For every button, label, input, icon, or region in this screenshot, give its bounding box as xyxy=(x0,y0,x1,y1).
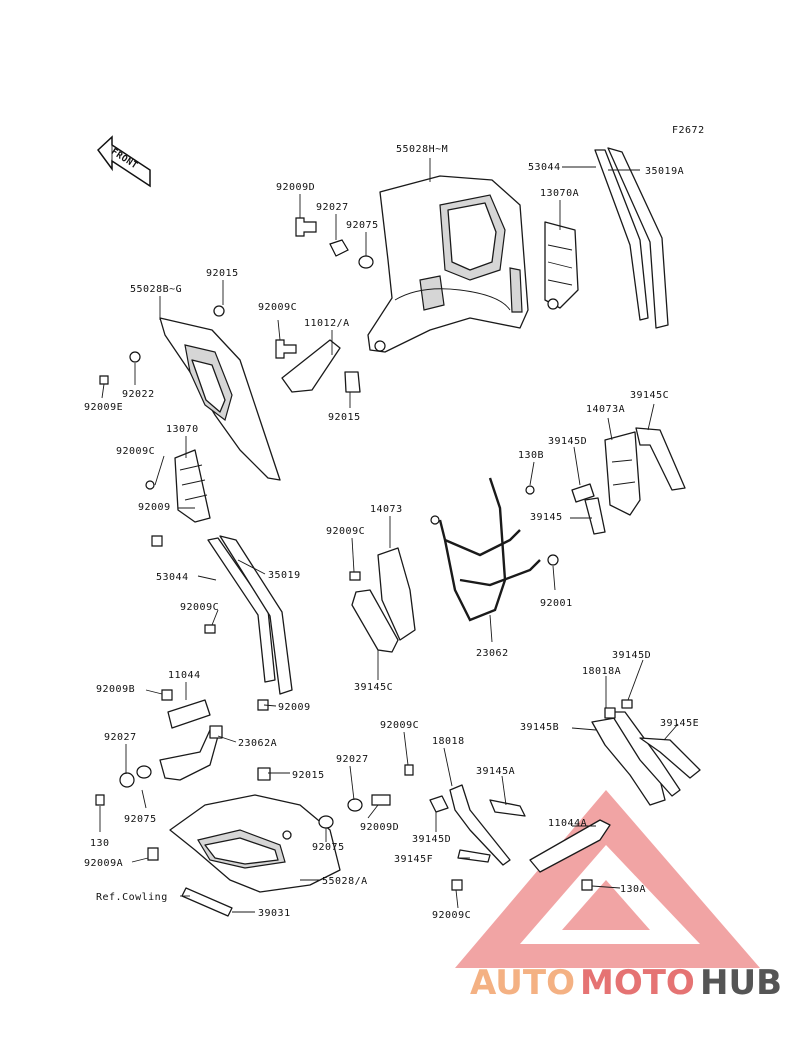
label: 92015 xyxy=(206,268,239,279)
label: 92015 xyxy=(292,770,325,781)
label: 11012/A xyxy=(304,318,350,329)
part-stay-18018a xyxy=(591,699,701,806)
label: 39031 xyxy=(258,908,291,919)
part-strip-middle xyxy=(204,535,293,711)
label: 92075 xyxy=(346,220,379,231)
part-labels: 55028H~M 53044 35019A 13070A 92009D 9202… xyxy=(84,144,699,921)
part-lower-cowl xyxy=(147,767,391,917)
part-bracket-13070a xyxy=(544,221,579,310)
label: 92009C xyxy=(116,446,155,457)
part-stay-18018 xyxy=(404,764,526,891)
label: 39145C xyxy=(630,390,669,401)
label: 39145D xyxy=(548,436,587,447)
label: 35019 xyxy=(268,570,301,581)
label: 55028/A xyxy=(322,876,368,887)
label: 23062 xyxy=(476,648,509,659)
label: 92009E xyxy=(84,402,123,413)
label: 39145D xyxy=(612,650,651,661)
label: 92075 xyxy=(124,814,157,825)
part-strip-upper xyxy=(594,147,669,329)
label: 92027 xyxy=(316,202,349,213)
label: 92009D xyxy=(276,182,315,193)
label: 92009 xyxy=(138,502,171,513)
label: 14073 xyxy=(370,504,403,515)
part-bracket-14073 xyxy=(349,547,416,653)
label: 35019A xyxy=(645,166,684,177)
watermark-text-1: AUTO xyxy=(470,963,575,1003)
watermark-text-3: HUB xyxy=(700,963,782,1003)
label: 55028B~G xyxy=(130,284,182,295)
label: 39145 xyxy=(530,512,563,523)
leader-lines xyxy=(99,158,679,913)
label: 39145D xyxy=(412,834,451,845)
label: 92027 xyxy=(336,754,369,765)
part-frame-23062 xyxy=(430,477,559,622)
watermark-logo: AUTO MOTO HUB xyxy=(455,790,782,1003)
label: 92001 xyxy=(540,598,573,609)
label: 130B xyxy=(518,450,544,461)
part-bracket-14073a xyxy=(571,427,686,535)
label: 92009C xyxy=(432,910,471,921)
label: 39145B xyxy=(520,722,559,733)
label: 18018 xyxy=(432,736,465,747)
label: 92009D xyxy=(360,822,399,833)
part-bracket-11044 xyxy=(161,689,211,729)
label: Ref.Cowling xyxy=(96,892,168,903)
label: 92009A xyxy=(84,858,123,869)
part-inner-cowl-upper xyxy=(367,175,529,353)
part-side-cowl xyxy=(99,305,281,481)
label: 39145A xyxy=(476,766,515,777)
label: 39145C xyxy=(354,682,393,693)
label: 53044 xyxy=(528,162,561,173)
label: 92075 xyxy=(312,842,345,853)
label: 92022 xyxy=(122,389,155,400)
label: 13070A xyxy=(540,188,579,199)
label: 92009C xyxy=(326,526,365,537)
watermark-text-2: MOTO xyxy=(580,963,695,1003)
part-bracket-13070 xyxy=(145,449,211,547)
part-plate-11012 xyxy=(275,339,361,393)
label: 92009C xyxy=(380,720,419,731)
label: 13070 xyxy=(166,424,199,435)
label: 92009C xyxy=(180,602,219,613)
front-arrow-icon: FRONT xyxy=(96,135,151,188)
label: 39145F xyxy=(394,854,433,865)
label: 92009 xyxy=(278,702,311,713)
label: 53044 xyxy=(156,572,189,583)
label: 14073A xyxy=(586,404,625,415)
label: 92009B xyxy=(96,684,135,695)
part-bracket-23062a xyxy=(95,725,223,806)
label: 130 xyxy=(90,838,110,849)
label: 55028H~M xyxy=(396,144,448,155)
part-strap-11044a xyxy=(529,819,611,891)
label: 39145E xyxy=(660,718,699,729)
label: 92015 xyxy=(328,412,361,423)
label: 18018A xyxy=(582,666,621,677)
label: 92027 xyxy=(104,732,137,743)
label: 92009C xyxy=(258,302,297,313)
label: 11044A xyxy=(548,818,587,829)
figure-code: F2672 xyxy=(672,125,705,136)
label: 23062A xyxy=(238,738,277,749)
label: 130A xyxy=(620,884,646,895)
label: 11044 xyxy=(168,670,201,681)
